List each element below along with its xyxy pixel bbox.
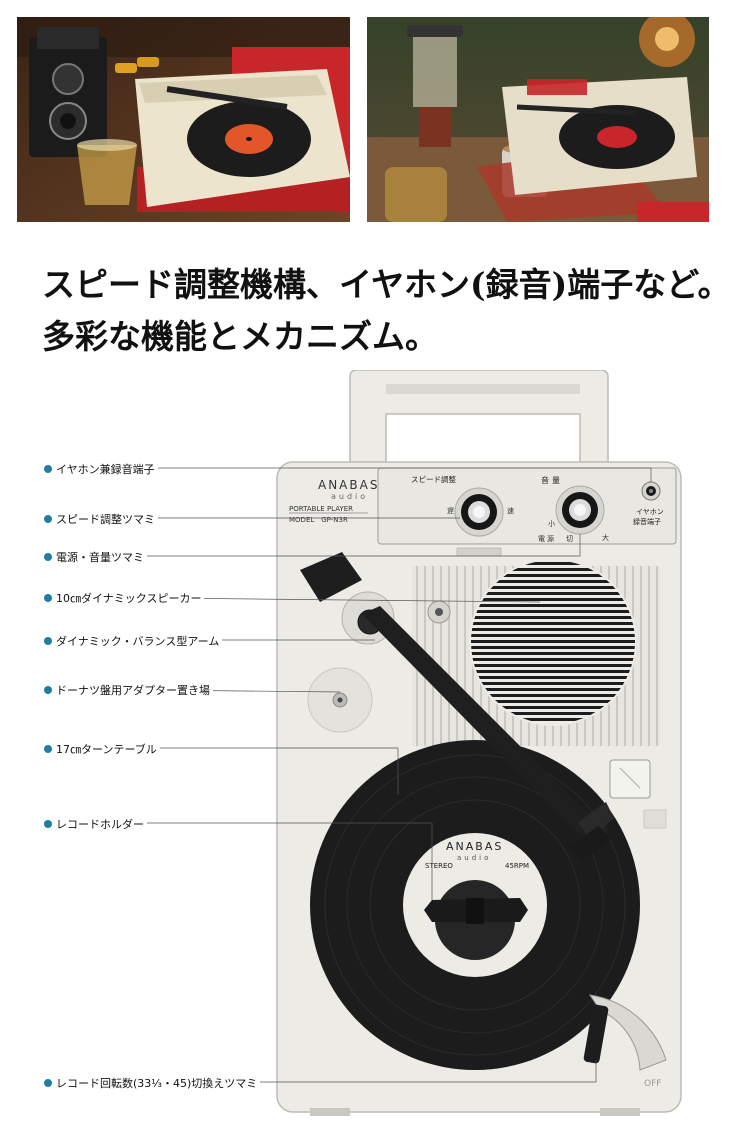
product-diagram: ANABAS audio PORTABLE PLAYER MODEL GP-N3… — [0, 369, 730, 1117]
off-mark: OFF — [644, 1079, 661, 1089]
record-brand: ANABAS — [446, 840, 503, 853]
dot-bullet-icon — [44, 1079, 52, 1087]
callout-earphone-jack: イヤホン兼録音端子 — [44, 461, 158, 477]
jack-label-2: 録音端子 — [633, 517, 661, 526]
headline-line-1: スピード調整機構、イヤホン(録音)端子など。 — [42, 265, 730, 304]
callout-tone-arm: ダイナミック・バランス型アーム — [44, 633, 223, 649]
tone-arm[interactable] — [300, 552, 614, 862]
carry-handle — [349, 369, 609, 463]
brand-logo: ANABAS — [318, 478, 379, 492]
callout-text: レコードホルダー — [56, 818, 144, 831]
earphone-jack-icon[interactable] — [641, 481, 661, 501]
player-illustration: ANABAS audio PORTABLE PLAYER MODEL GP-N3… — [59, 369, 682, 1116]
record-holder[interactable] — [424, 898, 528, 924]
dot-bullet-icon — [44, 637, 52, 645]
speed-slow-label: 遅 — [447, 507, 454, 515]
record-brand-sub: audio — [457, 854, 491, 862]
speed-fast-label: 速 — [507, 507, 514, 515]
donut-adapter-holder[interactable] — [307, 667, 373, 733]
callout-text: 17㎝ターンテーブル — [56, 743, 157, 756]
callout-record-holder: レコードホルダー — [44, 816, 147, 832]
dot-bullet-icon — [44, 745, 52, 753]
callout-power-volume-knob: 電源・音量ツマミ — [44, 549, 147, 565]
speed-knob[interactable] — [454, 487, 504, 537]
record-rpm: 45RPM — [505, 862, 529, 870]
callout-adapter-holder: ドーナツ盤用アダプター置き場 — [44, 682, 213, 698]
jack-label-1: イヤホン — [636, 508, 664, 516]
dot-bullet-icon — [44, 686, 52, 694]
speed-label: スピード調整 — [411, 474, 456, 484]
brand-sub: audio — [331, 492, 368, 501]
arm-rest — [609, 759, 651, 799]
callout-text: ダイナミック・バランス型アーム — [56, 635, 220, 648]
model-line-1: PORTABLE PLAYER — [289, 505, 353, 513]
callout-turntable: 17㎝ターンテーブル — [44, 741, 160, 757]
callout-speaker: 10㎝ダイナミックスピーカー — [44, 590, 205, 606]
power-off-label: 切 — [566, 535, 573, 543]
volume-large-label: 大 — [602, 533, 609, 542]
headline-line-2: 多彩な機能とメカニズム。 — [42, 317, 438, 356]
photo-player-outdoor-image — [367, 17, 709, 222]
dot-bullet-icon — [44, 465, 52, 473]
dot-bullet-icon — [44, 515, 52, 523]
volume-knob[interactable] — [555, 485, 605, 535]
record-stereo: STEREO — [425, 862, 453, 870]
model-line-2: MODEL GP-N3R — [289, 516, 348, 524]
callout-speed-knob: スピード調整ツマミ — [44, 511, 158, 527]
volume-label: 音量 — [541, 475, 563, 485]
callout-text: レコード回転数(33⅓・45)切換えツマミ — [56, 1077, 258, 1090]
photo-player-with-camera — [17, 17, 350, 222]
dot-bullet-icon — [44, 820, 52, 828]
dot-bullet-icon — [44, 553, 52, 561]
photo-player-with-camera-image — [17, 17, 350, 222]
callout-text: スピード調整ツマミ — [56, 513, 155, 526]
callout-text: 電源・音量ツマミ — [56, 551, 144, 564]
volume-small-label: 小 — [548, 519, 555, 528]
power-label: 電源 — [538, 534, 556, 543]
photo-player-outdoor — [367, 17, 709, 222]
rpm-switch[interactable] — [583, 994, 667, 1071]
callout-text: ドーナツ盤用アダプター置き場 — [56, 684, 210, 697]
dot-bullet-icon — [44, 594, 52, 602]
speaker-grille — [469, 558, 637, 726]
callout-text: イヤホン兼録音端子 — [56, 463, 155, 476]
callout-text: 10㎝ダイナミックスピーカー — [56, 592, 202, 605]
callout-rpm-switch: レコード回転数(33⅓・45)切換えツマミ — [44, 1075, 261, 1091]
